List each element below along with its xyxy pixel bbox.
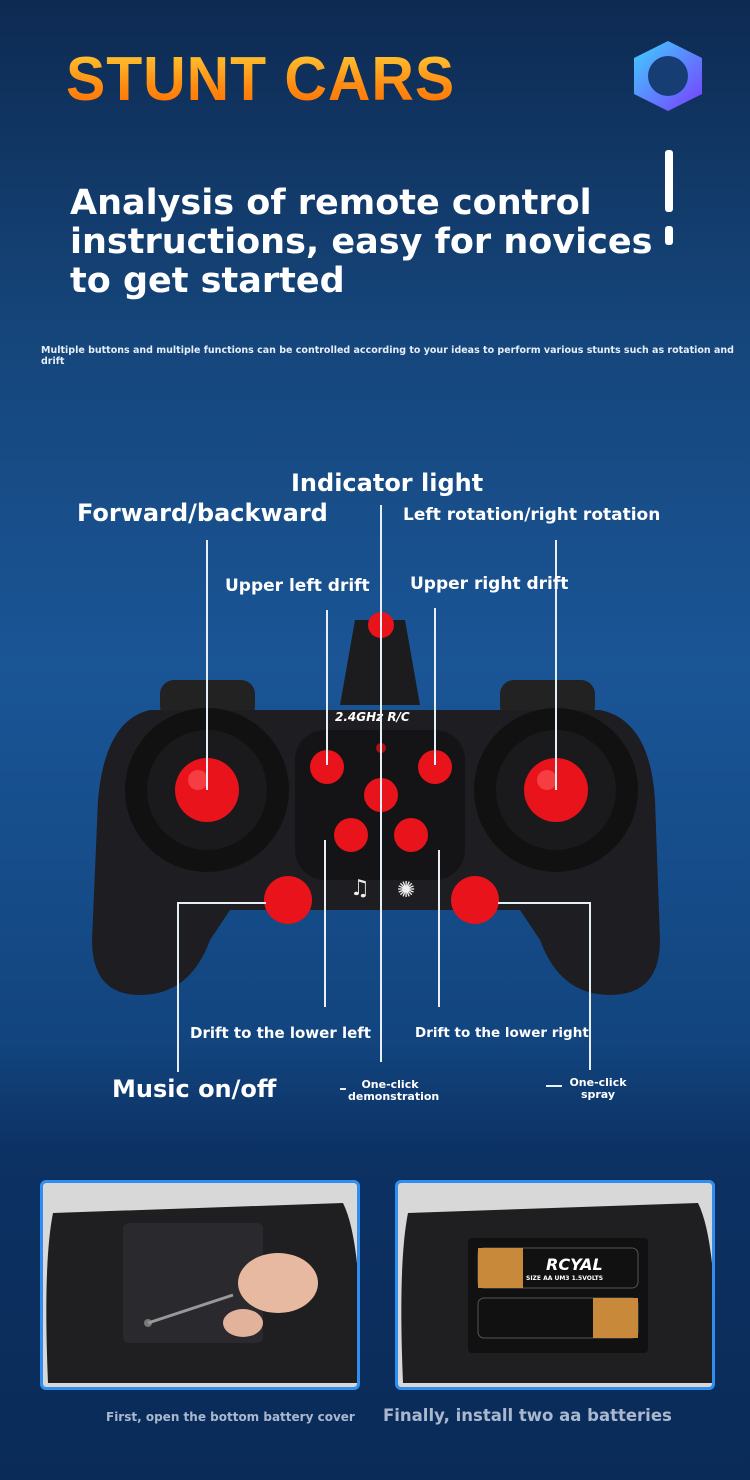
leader-line <box>438 850 440 1007</box>
label-upper-right-drift: Upper right drift <box>410 574 569 594</box>
leader-line <box>546 1085 562 1087</box>
battery-spec: SIZE AA UM3 1.5VOLTS <box>526 1275 604 1282</box>
decor-bar <box>665 150 673 212</box>
leader-line <box>340 1088 346 1090</box>
label-upper-left-drift: Upper left drift <box>225 576 370 596</box>
label-spray-line2: spray <box>580 1088 616 1101</box>
label-lower-left-drift: Drift to the lower left <box>190 1024 371 1042</box>
label-demo-line2: demonstration <box>348 1090 440 1103</box>
label-rotation: Left rotation/right rotation <box>403 505 661 525</box>
caption-step2: Finally, install two aa batteries <box>383 1406 672 1425</box>
remote-controller: ♫ ✺ <box>92 612 660 995</box>
leader-line <box>434 608 436 765</box>
svg-text:✺: ✺ <box>397 878 415 903</box>
leader-line <box>555 540 557 790</box>
label-forward-backward: Forward/backward <box>77 499 328 527</box>
photo-open-battery-cover <box>40 1180 360 1390</box>
leader-line <box>589 902 591 1070</box>
controller-brand-label: 2.4GHz R/C <box>335 710 410 724</box>
label-spray-line1: One-click <box>569 1076 627 1089</box>
svg-text:♫: ♫ <box>350 876 370 901</box>
label-music: Music on/off <box>112 1075 277 1103</box>
leader-line <box>206 540 208 790</box>
leader-line <box>178 902 266 904</box>
label-demonstration: One-click demonstration <box>348 1078 440 1103</box>
label-spray: One-click spray <box>566 1077 630 1101</box>
label-lower-right-drift: Drift to the lower right <box>415 1025 589 1041</box>
leader-line <box>498 902 590 904</box>
caption-step1: First, open the bottom battery cover <box>106 1410 355 1424</box>
decor-bar <box>665 226 673 245</box>
photo-install-batteries: RCYAL SIZE AA UM3 1.5VOLTS <box>395 1180 715 1390</box>
brand-title: STUNT CARS <box>66 45 456 114</box>
battery-brand: RCYAL <box>546 1255 603 1274</box>
hexagon-ring-logo <box>634 41 702 111</box>
leader-line <box>326 610 328 765</box>
label-demo-line1: One-click <box>361 1078 419 1091</box>
leader-line <box>380 505 382 1062</box>
label-indicator-light: Indicator light <box>291 469 484 497</box>
subtitle: Multiple buttons and multiple functions … <box>41 345 734 367</box>
leader-line <box>177 902 179 1072</box>
leader-line <box>324 840 326 1007</box>
page-heading: Analysis of remote control instructions,… <box>70 183 653 301</box>
